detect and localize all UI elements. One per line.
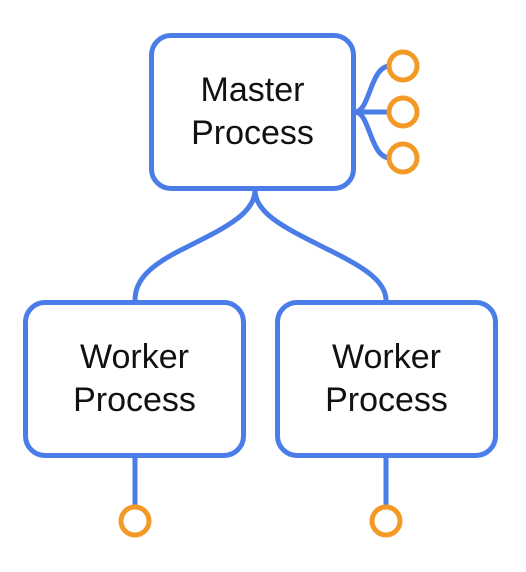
worker-right-label-line2: Process [325, 381, 448, 419]
master-process-label-line2: Process [191, 114, 314, 152]
worker-left-label-line2: Process [73, 381, 196, 419]
master-port-bottom [386, 141, 420, 175]
master-to-left-worker-connector [132, 187, 258, 303]
master-port-middle [386, 95, 420, 129]
master-port-top [386, 49, 420, 83]
master-process-node: Master Process [149, 33, 356, 191]
master-port-connector-top [352, 63, 393, 115]
worker-process-node-right: Worker Process [275, 300, 498, 458]
master-process-label-line1: Master [200, 71, 305, 109]
right-worker-port [369, 504, 403, 538]
worker-right-label-line1: Worker [332, 338, 441, 376]
master-to-right-worker-connector [252, 187, 389, 303]
left-worker-port [118, 504, 152, 538]
master-port-connector-bottom [352, 109, 393, 161]
worker-left-label-line1: Worker [80, 338, 189, 376]
worker-process-node-left: Worker Process [23, 300, 246, 458]
